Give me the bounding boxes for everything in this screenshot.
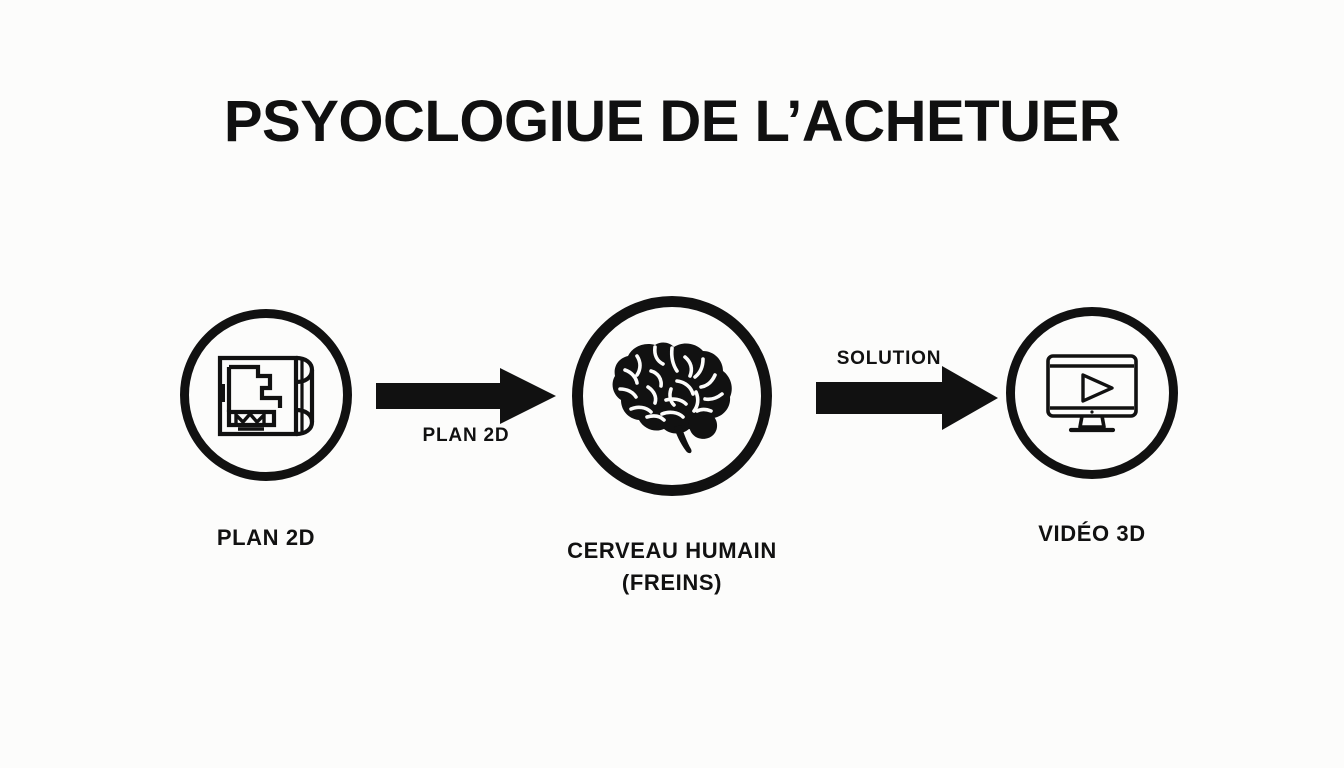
caption-line-2: (FREINS)	[621, 569, 723, 595]
node-plan-2d	[180, 309, 352, 481]
node-caption-video-3d: VIDÉO 3D	[992, 518, 1192, 550]
video-monitor-play-icon	[1042, 350, 1142, 436]
arrow-label-solution: SOLUTION	[836, 348, 942, 369]
node-video-3d	[1006, 307, 1178, 479]
arrow-plan-to-brain	[376, 364, 556, 428]
brain-icon	[611, 337, 733, 455]
caption-line-1: VIDÉO 3D	[1038, 521, 1146, 546]
blueprint-floorplan-icon	[214, 346, 318, 444]
arrow-label-plan-2d: PLAN 2D	[422, 425, 510, 446]
node-cerveau-humain	[572, 296, 772, 496]
arrow-brain-to-video	[816, 364, 998, 432]
caption-line-1: CERVEAU HUMAIN	[567, 538, 777, 563]
caption-line-1: PLAN 2D	[216, 525, 316, 550]
node-caption-cerveau-humain: CERVEAU HUMAIN (FREINS)	[532, 535, 812, 599]
page-title: PSYOCLOGIUE DE L’ACHETUER	[223, 89, 1121, 154]
node-caption-plan-2d: PLAN 2D	[166, 522, 366, 554]
